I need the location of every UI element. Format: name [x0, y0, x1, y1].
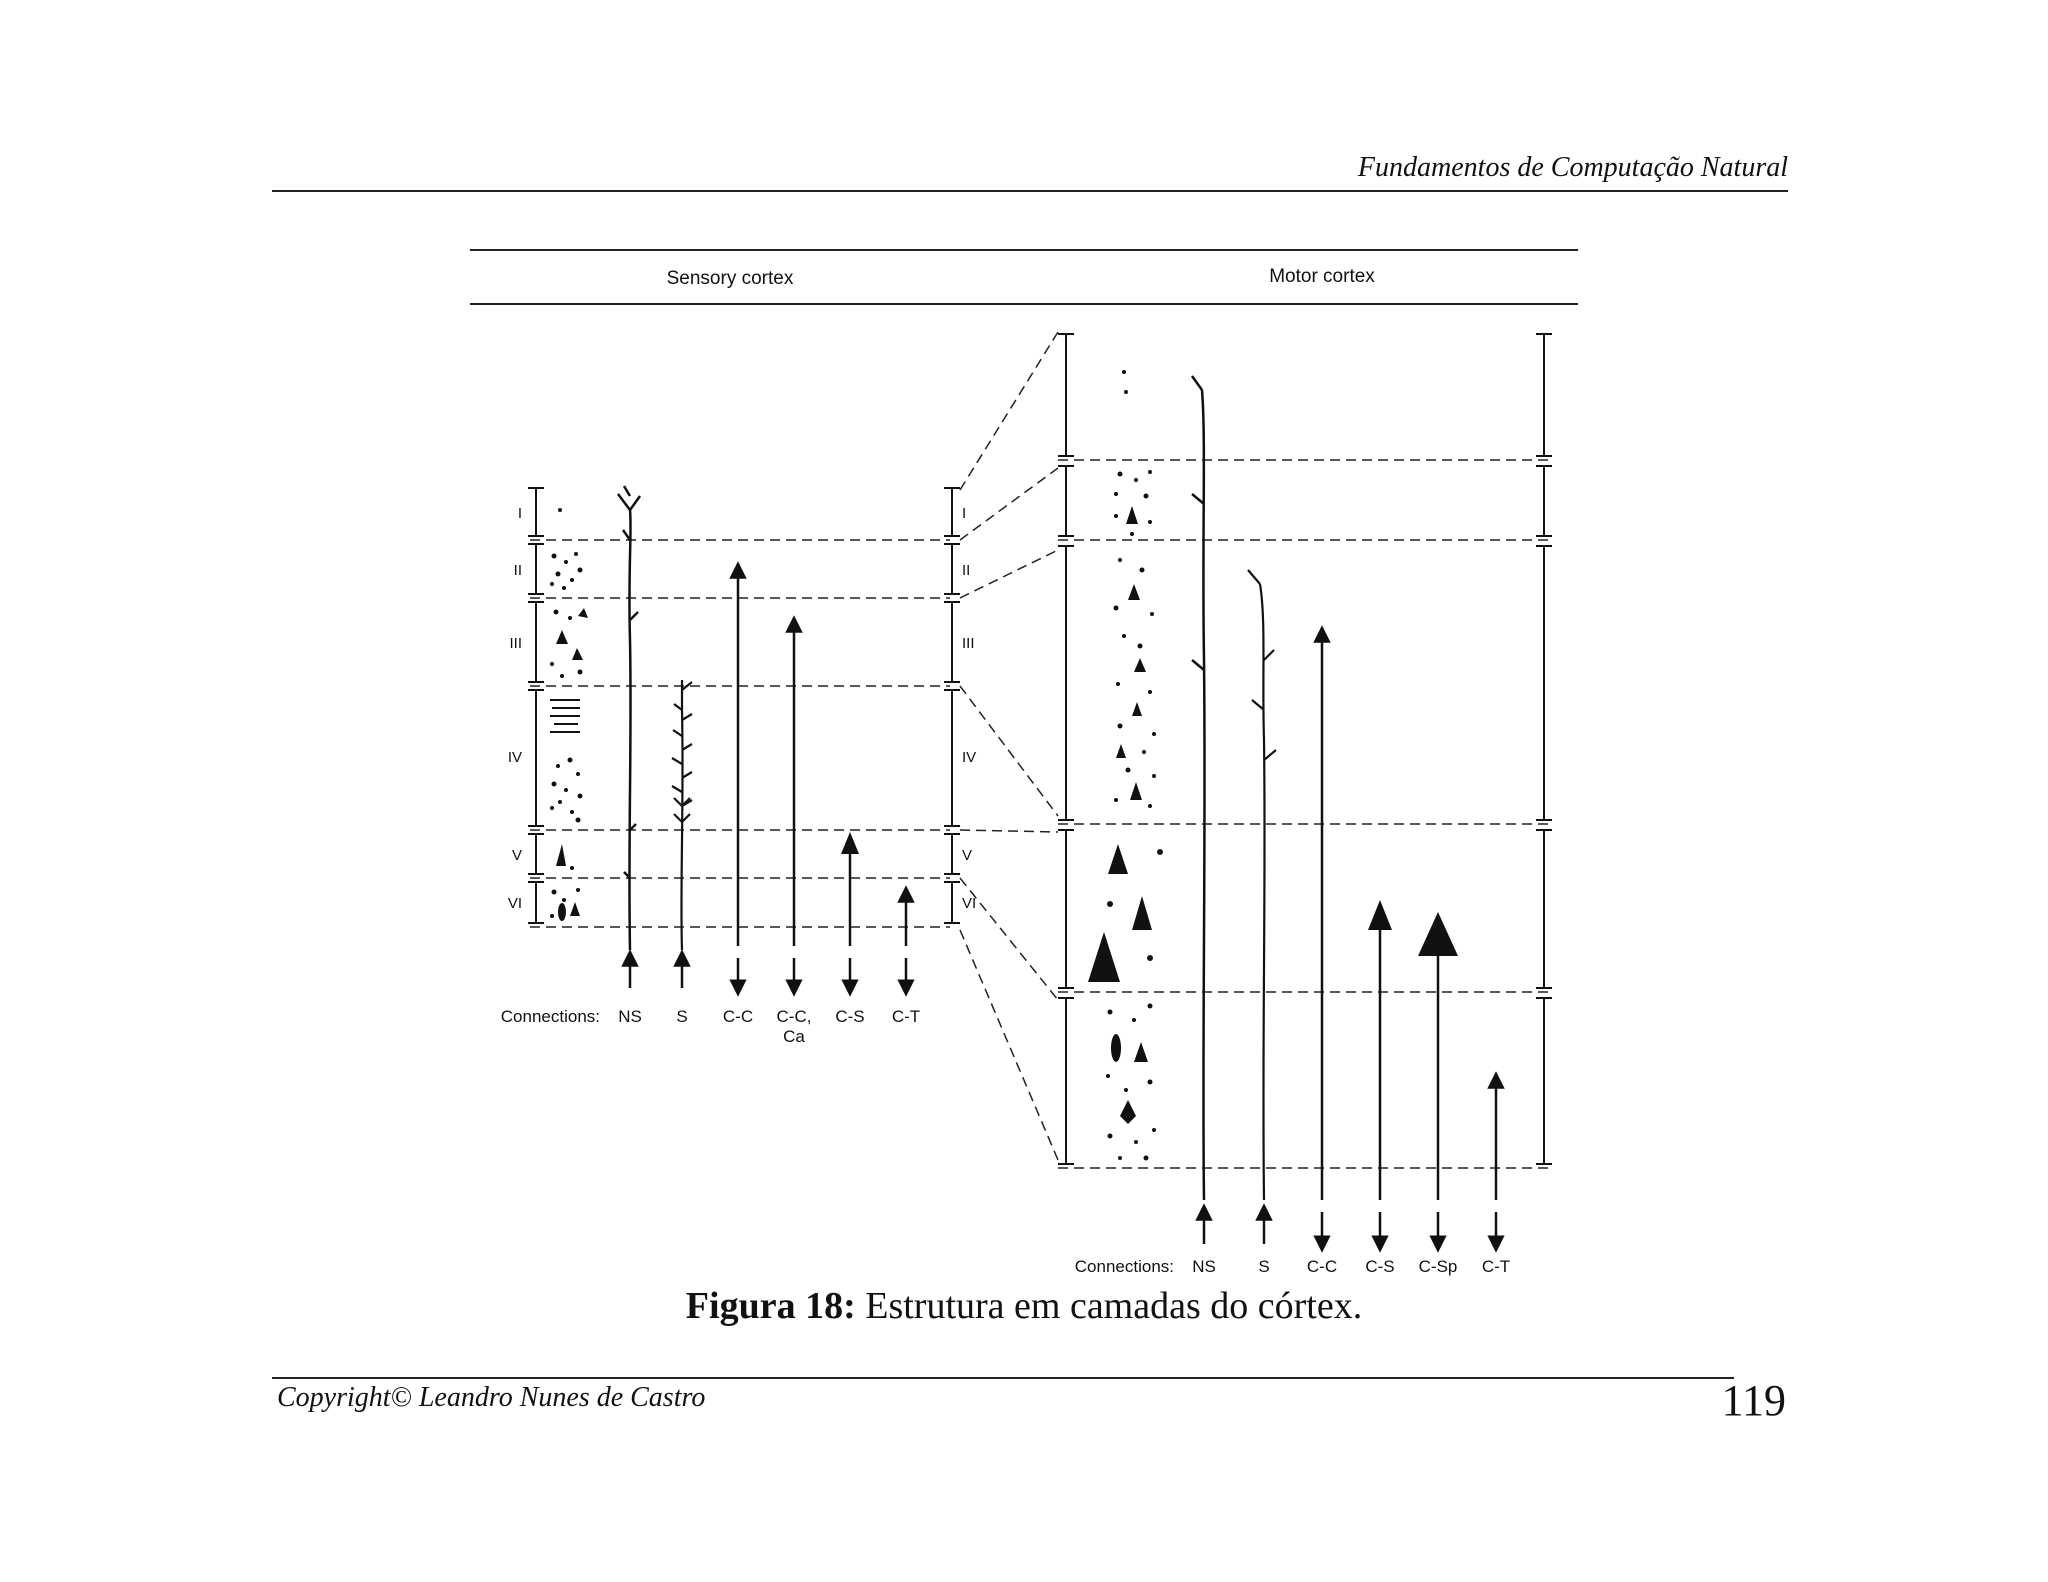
motor-csp-pyramidal-cell: [1418, 912, 1458, 956]
motor-connection-s: S: [1258, 1257, 1269, 1276]
sensory-left-brackets: [528, 488, 544, 923]
motor-cs-pyramidal-cell: [1368, 900, 1392, 930]
sensory-layer-label-left-ii: II: [514, 562, 522, 579]
sensory-layer-label-right-ii: II: [962, 562, 970, 579]
sensory-layer-label-right-iii: III: [962, 635, 975, 652]
figure-caption: Figura 18: Estrutura em camadas do córte…: [0, 1284, 2048, 1328]
sensory-layer-label-left-iii: III: [509, 635, 522, 652]
cortex-figure: Sensory cortex Motor cortex I II III IV …: [460, 240, 1580, 1280]
sensory-cortex-title: Sensory cortex: [667, 268, 794, 289]
sensory-connection-cs: C-S: [835, 1007, 864, 1026]
motor-connection-cs: C-S: [1365, 1257, 1394, 1276]
sensory-connection-cc: C-C: [723, 1007, 753, 1026]
motor-s-fibre: [1248, 570, 1276, 1200]
motor-layer-boundaries: [1058, 460, 1550, 1168]
sensory-layer-label-right-vi: VI: [962, 895, 976, 912]
sensory-layer-label-right-i: I: [962, 505, 966, 522]
sensory-connections-label: Connections:: [501, 1007, 600, 1026]
sensory-layer-label-left-iv: IV: [508, 749, 522, 766]
motor-ns-fibre: [1192, 376, 1205, 1200]
sensory-layer-label-left-v: V: [512, 847, 522, 864]
motor-connection-ct: C-T: [1482, 1257, 1510, 1276]
expansion-lines: [960, 332, 1058, 1160]
sensory-connection-ct: C-T: [892, 1007, 920, 1026]
motor-connection-ns: NS: [1192, 1257, 1216, 1276]
running-header: Fundamentos de Computação Natural: [1358, 152, 1788, 184]
motor-connection-csp: C-Sp: [1419, 1257, 1458, 1276]
sensory-connection-cc-ca: C-C,: [777, 1007, 812, 1026]
copyright-notice: Copyright© Leandro Nunes de Castro: [277, 1382, 705, 1414]
motor-connection-cc: C-C: [1307, 1257, 1337, 1276]
sensory-cell-stippling: [550, 508, 588, 921]
sensory-right-brackets: [944, 488, 960, 923]
sensory-layer-label-right-v: V: [962, 847, 972, 864]
sensory-ns-fibre: [618, 486, 640, 950]
sensory-s-fibre: [672, 680, 692, 950]
sensory-cs-pyramidal-cell: [841, 832, 859, 854]
sensory-layer-boundaries: [530, 540, 950, 927]
cortex-diagram: Sensory cortex Motor cortex I II III IV …: [460, 240, 1580, 1280]
sensory-connection-ns: NS: [618, 1007, 642, 1026]
motor-right-brackets: [1536, 334, 1552, 1164]
page-number: 119: [1722, 1375, 1786, 1426]
motor-cortex-title: Motor cortex: [1269, 266, 1375, 287]
sensory-connection-s: S: [676, 1007, 687, 1026]
sensory-layer-label-left-i: I: [518, 505, 522, 522]
figure-caption-text: Estrutura em camadas do córtex.: [856, 1285, 1362, 1327]
motor-left-brackets: [1058, 334, 1074, 1164]
motor-cell-stippling: [1088, 370, 1163, 1161]
sensory-layer-label-right-iv: IV: [962, 749, 976, 766]
figure-caption-label: Figura 18:: [686, 1285, 856, 1327]
sensory-layer-label-left-vi: VI: [508, 895, 522, 912]
sensory-connection-cc-ca-sub: Ca: [783, 1027, 805, 1046]
footer-rule: [272, 1377, 1734, 1379]
motor-connections-label: Connections:: [1075, 1257, 1174, 1276]
header-rule: [272, 190, 1788, 192]
